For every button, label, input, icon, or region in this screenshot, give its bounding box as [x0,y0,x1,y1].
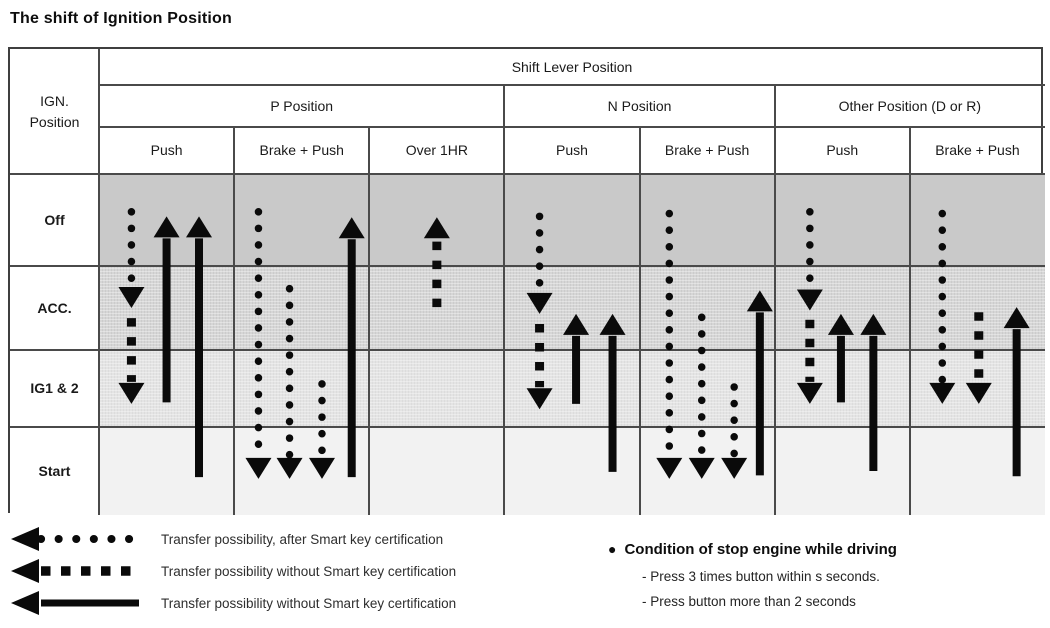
arrow-dotted-off-to-ig1-2 [929,209,956,404]
col-header-other-brake-push: Brake + Push [935,142,1020,159]
col-header-n-push: Push [556,142,588,159]
legend-item-dashed: Transfer possibility without Smart key c… [8,556,456,586]
arrow-solid-start-to-acc [746,290,773,476]
arrow-solid-start-to-acc [1003,307,1030,477]
row-label-acc: ACC. [10,266,99,350]
arrow-dotted-acc-to-start [276,284,303,479]
grid-line [99,84,1045,86]
arrow-dotted-off-to-start [656,209,683,479]
note-line: - Press 3 times button within s seconds. [642,569,880,584]
grid-line [908,127,911,515]
corner-header-ign-position: IGN. Position [29,93,80,130]
page-title: The shift of Ignition Position [10,10,232,27]
col-header-n-brake-push: Brake + Push [664,142,750,159]
arrow-dotted-off-to-start [245,207,272,479]
arrow-dashed-acc-to-off [423,217,450,308]
grid-line [503,127,506,515]
arrow-dotted-ig1-2-to-start [721,383,748,479]
col-header-p-brake-push: Brake + Push [259,142,344,159]
legend-label: Transfer possibility, after Smart key ce… [161,531,444,547]
grid-line [368,127,371,515]
legend-label: Transfer possibility without Smart key c… [161,563,457,579]
arrow-solid-ig1-2-to-acc [827,313,854,403]
group-header-n-position: N Position [607,97,672,114]
group-header-other-position-d-or-r: Other Position (D or R) [838,97,982,114]
arrow-dashed-acc-to-ig1-2 [965,312,992,404]
grid-line [98,49,100,515]
legend-item-dotted: Transfer possibility, after Smart key ce… [8,524,443,554]
arrow-solid-ig1-2-to-acc [563,313,590,404]
group-header-p-position: P Position [270,97,334,114]
grid-line [773,127,776,515]
arrow-dashed-acc-to-ig1-2 [118,318,145,404]
grid-line [233,127,236,515]
grid-line [10,265,1045,267]
row-band-off [99,174,1045,266]
note-title-text: Condition of stop engine while driving [624,541,897,558]
bullet-icon: ● [608,541,617,557]
grid-line [99,126,1045,128]
note-line: - Press button more than 2 seconds [642,594,856,609]
col-header-other-push: Push [826,142,859,159]
legend-item-solid: Transfer possibility without Smart key c… [8,588,456,618]
arrow-dotted-off-to-acc [796,207,823,311]
row-label-ig1-2: IG1 & 2 [10,350,99,427]
dotted-arrow-icon [11,527,143,551]
arrow-dashed-acc-to-ig1-2 [796,319,823,404]
grid-line [10,426,1045,428]
transition-arrows [118,207,1030,479]
ignition-shift-table: IGN. Position Shift Lever Position P Pos… [8,47,1045,515]
solid-arrow-icon [11,591,139,615]
arrow-solid-start-to-off [338,217,365,478]
arrow-dotted-off-to-acc [118,207,145,308]
col-header-p-push: Push [150,142,183,159]
header-shift-lever-position: Shift Lever Position [511,58,633,75]
col-header-p-over-1hr: Over 1HR [405,142,468,159]
grid-line [10,349,1045,351]
grid-line [10,173,1045,175]
arrow-dotted-ig1-2-to-start [308,380,335,479]
dashed-arrow-icon [11,559,139,583]
arrow-solid-start-to-off [186,216,213,478]
arrow-solid-start-to-acc [860,313,887,471]
arrow-dashed-acc-to-ig1-2 [526,323,553,410]
legend-label: Transfer possibility without Smart key c… [161,595,457,611]
row-label-off: Off [10,174,99,266]
grid-line [638,127,641,515]
note-title: ● Condition of stop engine while driving [608,541,897,558]
arrow-solid-start-to-acc [599,313,626,472]
arrow-dotted-off-to-acc [526,212,553,314]
arrow-solid-ig1-2-to-off [153,216,180,403]
row-label-start: Start [10,427,99,515]
arrow-dotted-acc-to-start [688,313,715,479]
